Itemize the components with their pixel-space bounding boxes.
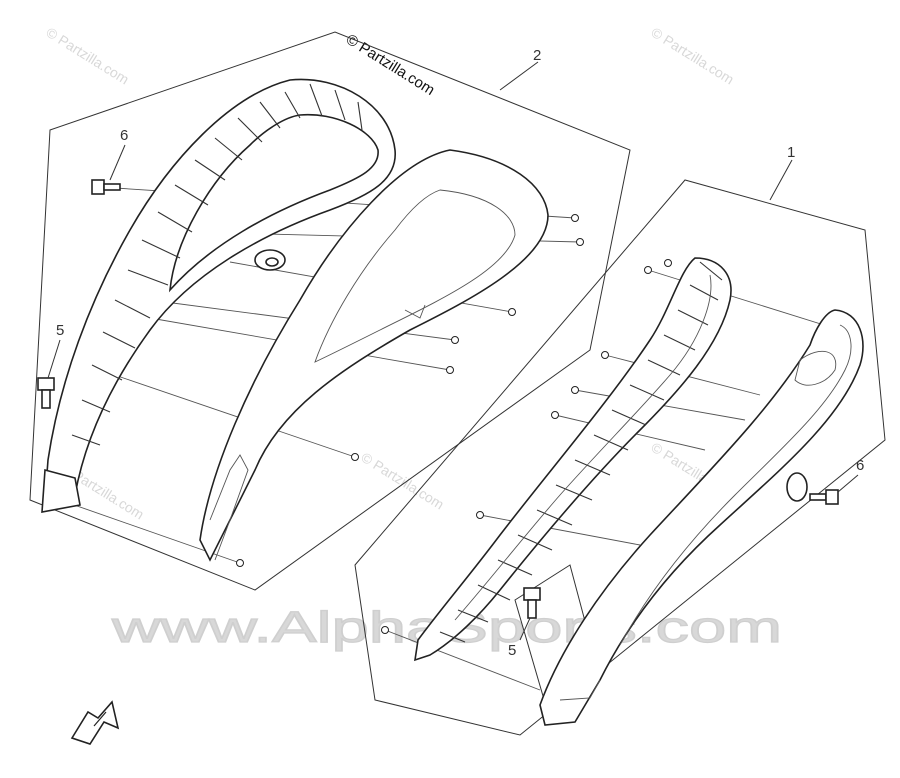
screw-part-6-left xyxy=(91,179,121,195)
callout-part-6-left: 6 xyxy=(120,127,128,144)
assembly-outline-part-2 xyxy=(29,31,631,591)
callout-leaders xyxy=(47,61,859,641)
callout-part-5-right: 5 xyxy=(508,642,516,659)
bolt-part-5-left xyxy=(37,377,55,409)
bolts-left xyxy=(236,214,584,567)
partzilla-watermark-center: © Partzilla.com xyxy=(358,449,446,513)
callout-part-2: 2 xyxy=(533,47,541,64)
callout-part-6-right: 6 xyxy=(856,457,864,474)
partzilla-watermark-top-right: © Partzilla.com xyxy=(648,24,736,88)
screw-part-6-right xyxy=(809,489,839,505)
right-outer-cover xyxy=(539,309,864,726)
left-handguard-frame xyxy=(41,78,396,513)
callout-part-1: 1 xyxy=(787,144,795,161)
bolts-right xyxy=(381,259,672,634)
bolt-part-5-right xyxy=(523,587,541,619)
partzilla-watermark-top-left: © Partzilla.com xyxy=(43,24,131,88)
callout-part-5-left: 5 xyxy=(56,322,64,339)
front-direction-arrow-icon xyxy=(70,700,120,745)
right-handguard-frame xyxy=(414,257,732,662)
left-shield-panel xyxy=(199,149,549,562)
assembly-outline-part-1 xyxy=(354,179,886,736)
